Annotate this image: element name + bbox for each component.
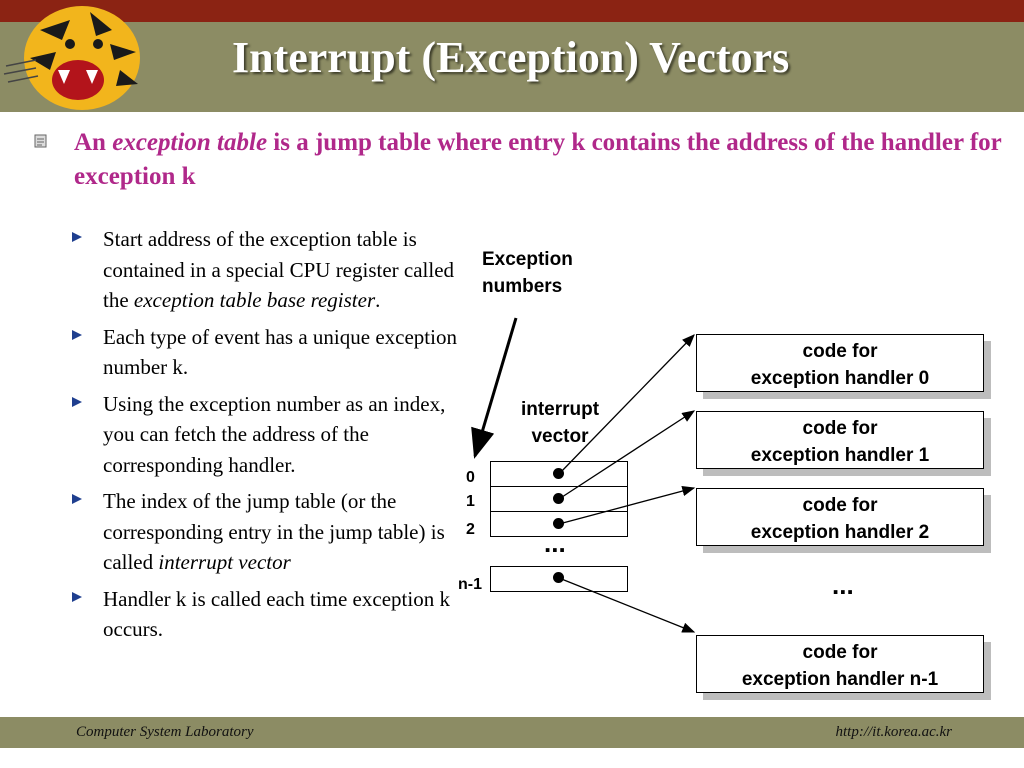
vector-index: 0 <box>466 469 475 486</box>
vector-pointer-dot <box>553 493 564 504</box>
document-bullet-icon <box>34 134 47 148</box>
vector-pointer-dot <box>553 518 564 529</box>
triangle-bullet-icon <box>72 591 82 602</box>
bullet-item: Start address of the exception table is … <box>72 224 472 316</box>
slide-title: Interrupt (Exception) Vectors <box>232 33 790 82</box>
intro-prefix: An <box>74 129 113 156</box>
triangle-bullet-icon <box>72 329 82 340</box>
vector-pointer-dot <box>553 572 564 583</box>
top-band <box>0 0 1024 22</box>
vector-index: 2 <box>466 521 475 538</box>
footer-band <box>0 717 1024 748</box>
title-band <box>0 22 1024 112</box>
intro-statement: An exception table is a jump table where… <box>74 126 1004 194</box>
bullet-item: Using the exception number as an index, … <box>72 389 472 481</box>
triangle-bullet-icon <box>72 494 82 504</box>
vector-index: 1 <box>466 493 475 510</box>
bullet-item: The index of the jump table (or the corr… <box>72 486 472 578</box>
vector-ellipsis: ... <box>544 528 566 558</box>
footer-lab-name: Computer System Laboratory <box>76 724 254 740</box>
vector-index: n-1 <box>458 576 482 593</box>
exception-number-arrow <box>471 317 518 459</box>
triangle-bullet-icon <box>72 232 82 242</box>
handler-ellipsis: ... <box>832 570 854 600</box>
intro-suffix: is a jump table where entry k contains t… <box>74 129 1002 190</box>
triangle-bullet-icon <box>72 396 82 407</box>
footer-url: http://it.korea.ac.kr <box>835 724 953 740</box>
tiger-logo <box>3 6 140 110</box>
bullet-item: Each type of event has a unique exceptio… <box>72 322 472 383</box>
vector-pointer-dot <box>553 468 564 479</box>
bullet-list: Start address of the exception table is … <box>72 224 472 651</box>
bullet-item: Handler k is called each time exception … <box>72 584 472 645</box>
intro-emphasis: exception table <box>112 129 268 156</box>
